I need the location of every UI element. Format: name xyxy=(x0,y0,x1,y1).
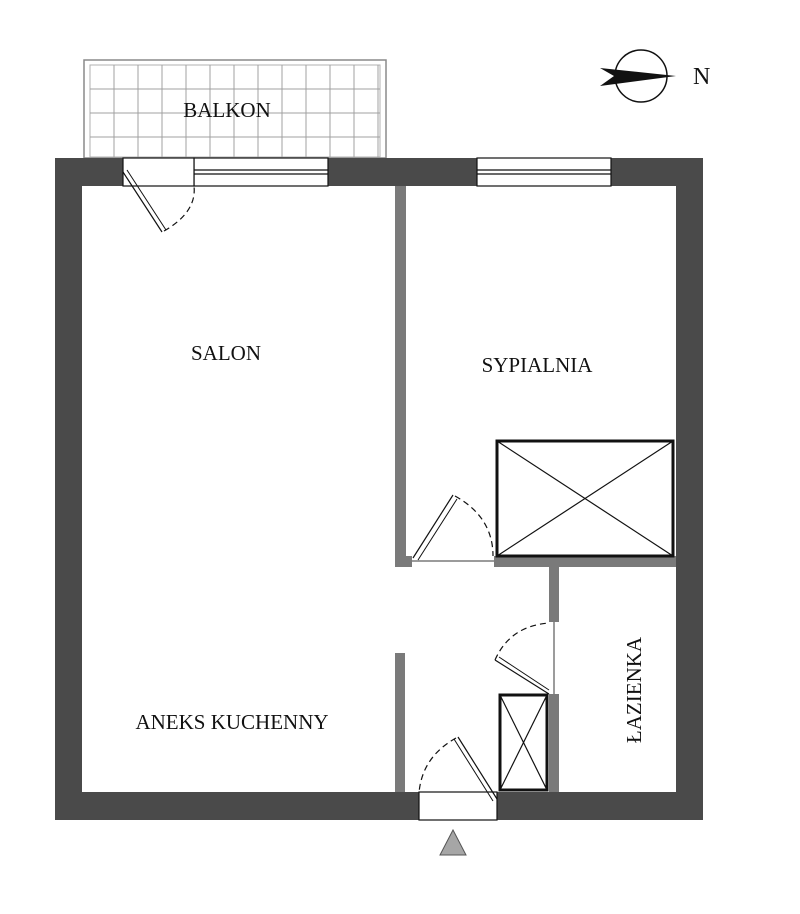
partition-bedroom-bathroom xyxy=(494,556,676,567)
entrance-door-frame xyxy=(418,791,498,821)
bathroom-door-leaf xyxy=(494,659,550,695)
compass: N xyxy=(600,49,710,103)
wall-north-3 xyxy=(610,158,703,186)
room-label-balkon: BALKON xyxy=(183,98,271,122)
balcony-door-frame xyxy=(122,157,195,187)
compass-north-label: N xyxy=(693,64,710,90)
balcony-tile-grid xyxy=(90,65,380,157)
entrance-door xyxy=(418,736,498,821)
bathroom-door xyxy=(494,622,555,695)
bedroom-door-swing xyxy=(454,495,494,557)
wall-north-2 xyxy=(327,158,477,186)
wall-north-1 xyxy=(55,158,123,186)
room-label-lazienka: ŁAZIENKA xyxy=(622,636,646,743)
room-label-aneks-kuchenny: ANEKS KUCHENNY xyxy=(135,710,328,734)
partition-bedroom-stub xyxy=(395,556,412,567)
partition-bathroom-upper xyxy=(549,567,559,622)
bedroom-door xyxy=(412,494,494,562)
interior-walls xyxy=(395,186,676,792)
window-salon xyxy=(193,157,329,187)
wall-east xyxy=(676,158,703,820)
exterior-walls xyxy=(55,158,703,820)
compass-arrow-icon xyxy=(600,68,676,86)
room-label-sypialnia: SYPIALNIA xyxy=(482,353,594,377)
balcony-door-swing xyxy=(163,185,195,232)
wardrobes xyxy=(495,439,675,792)
wall-west xyxy=(55,158,82,820)
balcony-outline xyxy=(83,59,387,159)
partition-bathroom-lower xyxy=(549,694,559,792)
wall-south-1 xyxy=(55,792,419,820)
room-label-salon: SALON xyxy=(191,341,261,365)
balcony-inner-outline xyxy=(89,64,381,158)
entrance-door-swing xyxy=(418,737,457,794)
balcony xyxy=(83,59,387,159)
bedroom-door-leaf xyxy=(412,494,454,559)
entrance-marker-icon xyxy=(439,828,467,856)
entrance-door-leaf xyxy=(457,736,498,800)
balcony-door-leaf xyxy=(122,171,163,233)
partition-salon-bedroom xyxy=(395,186,406,567)
wall-south-2 xyxy=(497,792,703,820)
bathroom-door-swing xyxy=(494,622,550,661)
window-bedroom xyxy=(476,157,612,187)
balcony-door xyxy=(122,157,195,233)
partition-kitchen-hall xyxy=(395,653,405,792)
